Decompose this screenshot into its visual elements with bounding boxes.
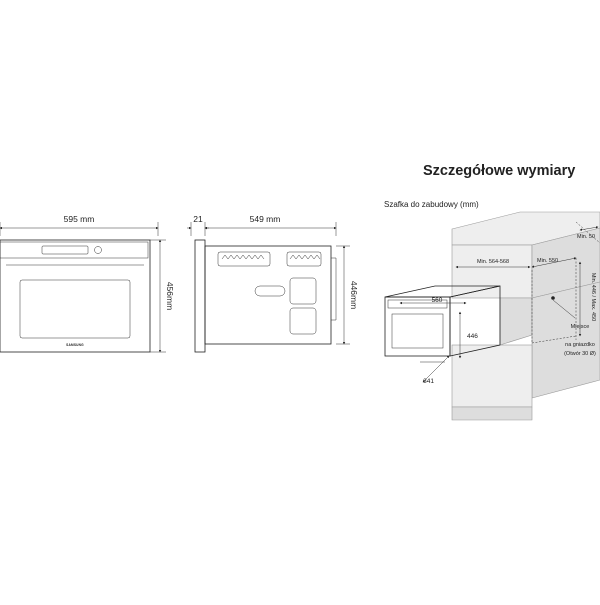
oven-front-outline	[0, 239, 151, 353]
brand-logo: SAMSUNG	[66, 343, 84, 347]
socket-hole-icon	[551, 296, 555, 300]
niche-depth-dimension-line	[531, 257, 577, 268]
front-height-label: 456mm	[165, 282, 175, 310]
socket-label-line-3: (Otwór 30 Ø)	[564, 351, 596, 357]
cabinet-label: Szafka do zabudowy (mm)	[384, 200, 479, 209]
oven-door-window	[391, 313, 444, 349]
socket-leader-line	[552, 299, 576, 319]
cabinet-upper-front	[451, 244, 533, 299]
oven-door-profile	[194, 239, 206, 353]
side-depth-label: 549 mm	[250, 214, 281, 224]
cabinet-lower-front	[451, 344, 533, 408]
side-panel-lower	[289, 307, 317, 335]
control-panel	[0, 241, 149, 259]
niche-height-label: Min. 446 / Max. 450	[590, 273, 596, 321]
side-label-plate	[254, 285, 286, 297]
niche-depth-label: Min. 550	[537, 258, 558, 264]
oven-width-label: 560	[432, 297, 443, 304]
socket-label-line-1: Miejsce	[571, 324, 590, 330]
cabinet-plinth	[451, 406, 533, 421]
top-vent-right	[286, 251, 322, 267]
ventilation-gap-dimension-line	[579, 226, 599, 231]
top-vent-left	[217, 251, 271, 267]
door-depth-label: 21	[193, 214, 203, 224]
cabinet-view: Szczegółowe wymiary Szafka do zabudowy (…	[384, 163, 600, 421]
front-view: 595 mm SAMSUNG 456mm	[0, 214, 175, 353]
page-title: Szczegółowe wymiary	[423, 163, 575, 179]
oven-depth-dimension-line	[422, 355, 450, 383]
display-window	[41, 245, 89, 255]
front-width-label: 595 mm	[64, 214, 95, 224]
side-height-label: 446mm	[349, 281, 359, 309]
control-knob-icon	[94, 246, 102, 254]
niche-width-label: Min. 564-568	[477, 259, 509, 265]
oven-depth-label: 341	[423, 378, 434, 385]
oven-height-label: 446	[467, 333, 478, 340]
door-window	[19, 279, 131, 339]
cabinet-lower-side	[531, 281, 600, 399]
oven-front-face	[384, 296, 451, 357]
cabinet-inner-wall	[499, 297, 533, 346]
side-panel-upper	[289, 277, 317, 305]
oven-body-profile	[204, 245, 332, 345]
socket-label-line-2: na gniazdko	[565, 342, 595, 348]
side-view: 21 549 mm 446mm	[187, 214, 359, 353]
ventilation-gap-label: Min. 50	[577, 234, 595, 240]
